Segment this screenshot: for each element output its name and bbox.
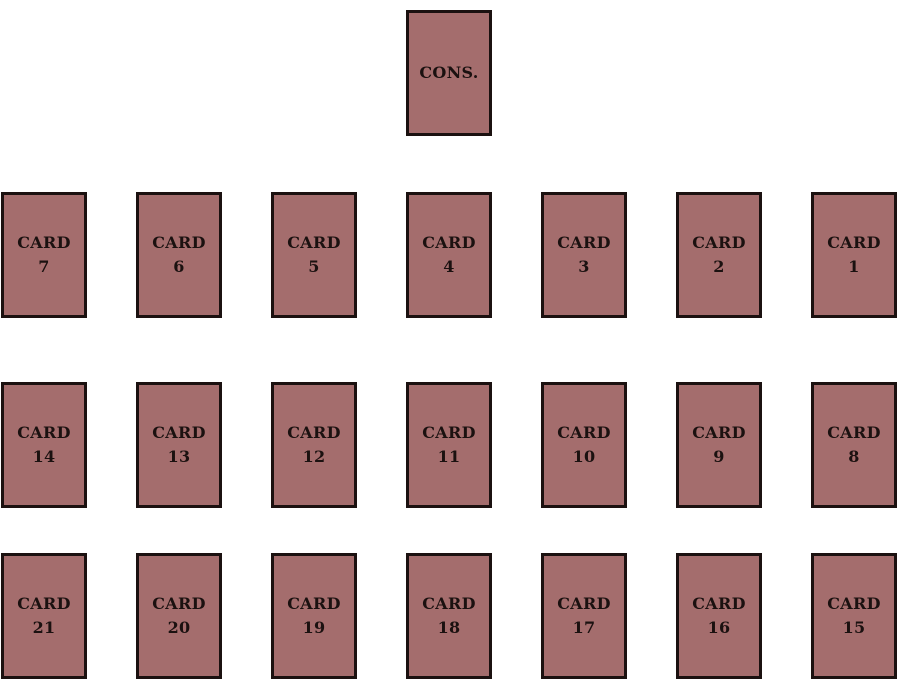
card-number: 1: [848, 257, 860, 276]
card-16: CARD 16: [676, 553, 762, 679]
card-17: CARD 17: [541, 553, 627, 679]
card-4: CARD 4: [406, 192, 492, 318]
card-word: CARD: [692, 233, 746, 252]
card-word: CARD: [17, 233, 71, 252]
card-14: CARD 14: [1, 382, 87, 508]
card-consultant-label: CONS.: [419, 63, 479, 82]
card-number: 2: [713, 257, 725, 276]
card-11: CARD 11: [406, 382, 492, 508]
card-13: CARD 13: [136, 382, 222, 508]
card-number: 9: [713, 447, 725, 466]
card-6: CARD 6: [136, 192, 222, 318]
card-10: CARD 10: [541, 382, 627, 508]
card-word: CARD: [827, 594, 881, 613]
card-word: CARD: [827, 423, 881, 442]
card-number: 18: [437, 618, 461, 637]
card-word: CARD: [692, 423, 746, 442]
card-number: 19: [302, 618, 326, 637]
card-word: CARD: [152, 233, 206, 252]
card-number: 15: [842, 618, 866, 637]
card-18: CARD 18: [406, 553, 492, 679]
card-word: CARD: [557, 423, 611, 442]
card-number: 4: [443, 257, 455, 276]
card-word: CARD: [422, 233, 476, 252]
card-2: CARD 2: [676, 192, 762, 318]
card-21: CARD 21: [1, 553, 87, 679]
card-word: CARD: [17, 423, 71, 442]
card-number: 6: [173, 257, 185, 276]
card-1: CARD 1: [811, 192, 897, 318]
card-15: CARD 15: [811, 553, 897, 679]
card-word: CARD: [827, 233, 881, 252]
card-word: CARD: [17, 594, 71, 613]
card-word: CARD: [152, 594, 206, 613]
card-5: CARD 5: [271, 192, 357, 318]
card-3: CARD 3: [541, 192, 627, 318]
card-word: CARD: [422, 594, 476, 613]
card-19: CARD 19: [271, 553, 357, 679]
card-number: 16: [707, 618, 731, 637]
card-number: 21: [32, 618, 56, 637]
card-number: 10: [572, 447, 596, 466]
card-word: CARD: [557, 594, 611, 613]
card-number: 11: [437, 447, 461, 466]
card-word: CARD: [287, 233, 341, 252]
card-number: 5: [308, 257, 320, 276]
card-word: CARD: [152, 423, 206, 442]
card-word: CARD: [692, 594, 746, 613]
card-7: CARD 7: [1, 192, 87, 318]
card-word: CARD: [287, 594, 341, 613]
card-number: 13: [167, 447, 191, 466]
card-consultant: CONS.: [406, 10, 492, 136]
card-number: 8: [848, 447, 860, 466]
card-9: CARD 9: [676, 382, 762, 508]
card-number: 20: [167, 618, 191, 637]
card-12: CARD 12: [271, 382, 357, 508]
card-number: 17: [572, 618, 596, 637]
card-word: CARD: [422, 423, 476, 442]
card-8: CARD 8: [811, 382, 897, 508]
card-number: 7: [38, 257, 50, 276]
card-20: CARD 20: [136, 553, 222, 679]
card-number: 12: [302, 447, 326, 466]
card-number: 3: [578, 257, 590, 276]
card-number: 14: [32, 447, 56, 466]
card-word: CARD: [557, 233, 611, 252]
card-word: CARD: [287, 423, 341, 442]
